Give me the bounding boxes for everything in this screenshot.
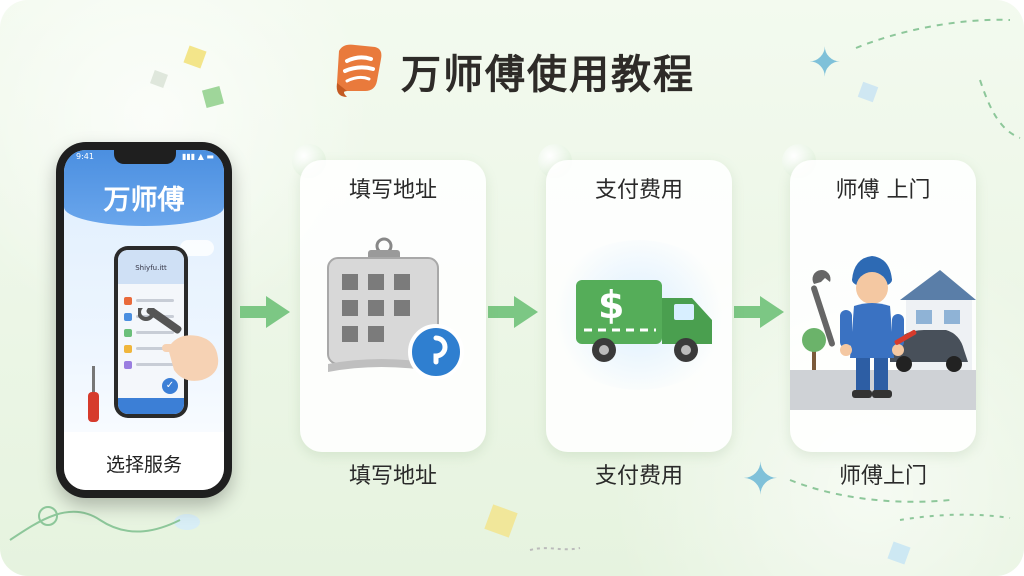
svg-text:$: $: [598, 283, 624, 327]
logo-icon: [336, 44, 382, 97]
step-label-payment: 支付费用: [594, 464, 683, 489]
step-card-address: 填写地址: [300, 160, 486, 452]
list-item[interactable]: [124, 344, 178, 354]
phone-notch: [114, 150, 176, 164]
inner-footer: [118, 398, 184, 414]
page-title: 万师傅使用教程: [401, 52, 695, 98]
inner-header: [118, 250, 184, 284]
step-title: 支付费用: [594, 178, 683, 203]
step-title: 师傅 上门: [835, 178, 931, 203]
phone-time: 9:41: [76, 152, 94, 161]
cloud-icon: [180, 240, 214, 256]
sparkle-icon: ✦: [808, 40, 842, 86]
sparkle-bottom-icon: ✦: [742, 454, 779, 505]
inner-phone: Shiyfu.itt ✓: [114, 246, 188, 418]
inner-brand: Shiyfu.itt: [135, 264, 167, 272]
phone-screen: 9:41 ▮▮▮ ▲ ▬ 万师傅 Shiyfu.itt ✓: [64, 150, 224, 490]
step-card-payment: 支付费用 $: [546, 160, 732, 452]
select-service-label: 选择服务: [105, 454, 182, 476]
hand-wrench-icon: [138, 308, 219, 381]
check-icon: ✓: [162, 378, 178, 394]
list-item[interactable]: [124, 296, 178, 306]
technician-icon: [790, 256, 976, 410]
phone-footer: [64, 432, 224, 490]
screwdriver-icon: [88, 366, 99, 422]
list-item[interactable]: [124, 360, 178, 370]
phone-brand: 万师傅: [103, 185, 185, 216]
dollar-truck-icon: $: [576, 280, 712, 362]
title-row: 万师傅使用教程: [0, 36, 1024, 106]
step-label-address: 填写地址: [348, 464, 437, 489]
inner-phone-screen: Shiyfu.itt ✓: [118, 250, 184, 414]
step-title: 填写地址: [348, 178, 437, 203]
cloud-bottom-icon: [174, 514, 200, 530]
phone-status-icons: ▮▮▮ ▲ ▬: [181, 152, 214, 161]
building-location-icon: [327, 237, 464, 380]
arrow-right-icon: [488, 296, 538, 328]
step-label-technician: 师傅上门: [838, 464, 927, 489]
step-card-technician: 师傅 上门: [790, 160, 976, 452]
phone-mockup: 9:41 ▮▮▮ ▲ ▬ 万师傅 Shiyfu.itt ✓: [56, 142, 232, 498]
list-item[interactable]: [124, 328, 178, 338]
arrow-right-icon: [240, 296, 290, 328]
arrow-right-icon: [734, 296, 784, 328]
